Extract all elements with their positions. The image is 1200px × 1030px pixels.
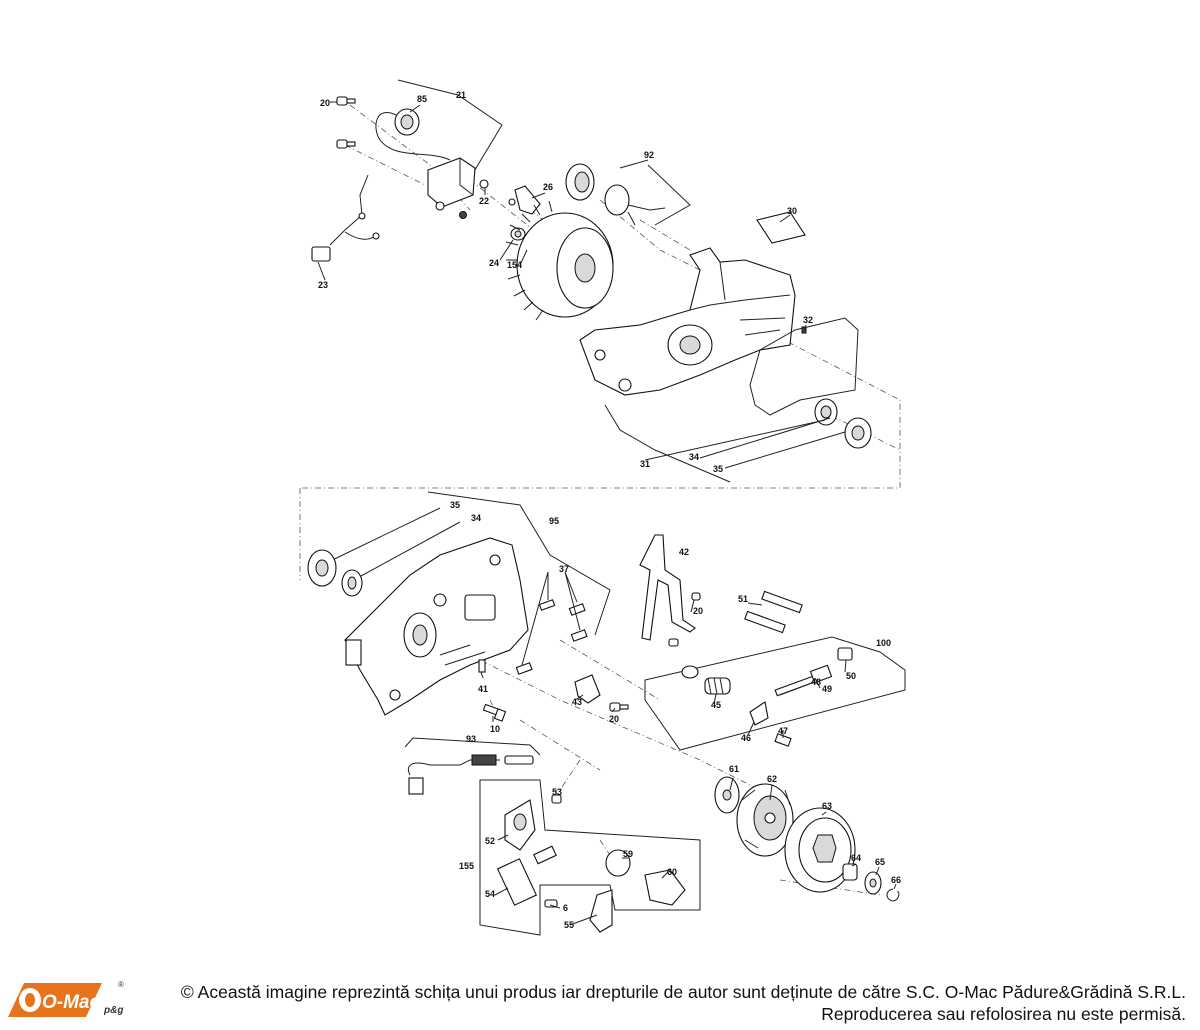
- bearing-part: [844, 417, 872, 449]
- part-label-34: 34: [689, 452, 699, 462]
- omac-logo: O-Mac p&g ®: [8, 980, 124, 1017]
- part-label-31: 31: [640, 459, 650, 469]
- crankcase-part: [579, 247, 807, 396]
- part-label-48: 48: [811, 677, 821, 687]
- part-label-55: 55: [564, 920, 574, 930]
- clutch-washer-part: [714, 776, 740, 814]
- part-label-53: 53: [552, 787, 562, 797]
- gasket-part: [756, 211, 806, 244]
- part-label-21: 21: [456, 90, 466, 100]
- circlip-part: [886, 888, 900, 902]
- copyright-line-2: Reproducerea sau refolosirea nu este per…: [821, 1004, 1186, 1024]
- needle-bearing-part: [842, 863, 858, 881]
- bolt-part: [609, 592, 701, 712]
- part-label-35: 35: [450, 500, 460, 510]
- part-label-95: 95: [549, 516, 559, 526]
- ground-wire-part: [311, 174, 380, 262]
- part-label-93: 93: [466, 734, 476, 744]
- tensioner-part: [681, 647, 853, 747]
- exploded-parts-diagram: 21 85 20 22 23 26 24 154 92 30 32 34 35 …: [299, 79, 906, 936]
- part-label-26: 26: [543, 182, 553, 192]
- bracket-part: [508, 185, 541, 250]
- upper-assembly: [300, 79, 901, 489]
- part-label-41: 41: [478, 684, 488, 694]
- part-label-92: 92: [644, 150, 654, 160]
- part-label-52: 52: [485, 836, 495, 846]
- part-label-51: 51: [738, 594, 748, 604]
- crankcase-half-part: [344, 537, 529, 716]
- part-label-32: 32: [803, 315, 813, 325]
- clutch-part: [736, 783, 794, 857]
- starter-pulley-part: [565, 163, 666, 226]
- washer-part: [864, 871, 882, 895]
- part-label-6: 6: [563, 903, 568, 913]
- part-label-63: 63: [822, 801, 832, 811]
- part-label-65: 65: [875, 857, 885, 867]
- part-label-42: 42: [679, 547, 689, 557]
- flywheel-part: [505, 200, 614, 321]
- part-label-45: 45: [711, 700, 721, 710]
- lower-assembly: [299, 488, 906, 936]
- part-label-22: 22: [479, 196, 489, 206]
- part-label-43: 43: [572, 697, 582, 707]
- bolt-part: [478, 659, 507, 722]
- spark-plug-cap-part: [375, 108, 451, 161]
- part-label-62: 62: [767, 774, 777, 784]
- bolt-part: [336, 96, 356, 149]
- logo-text: O-Mac: [42, 992, 101, 1013]
- part-label-20: 20: [693, 606, 703, 616]
- bearing-part: [307, 549, 337, 587]
- part-label-155: 155: [459, 861, 474, 871]
- part-label-50: 50: [846, 671, 856, 681]
- part-label-10: 10: [490, 724, 500, 734]
- chain-catcher-part: [639, 534, 696, 641]
- crankcase-gasket-part: [749, 317, 859, 416]
- clutch-drum-part: [784, 807, 856, 893]
- part-label-54: 54: [485, 889, 495, 899]
- part-label-20: 20: [609, 714, 619, 724]
- seal-part: [341, 569, 363, 597]
- part-label-24: 24: [489, 258, 499, 268]
- logo-registered-mark: ®: [118, 980, 124, 989]
- oil-hose-part: [407, 754, 534, 795]
- part-label-46: 46: [741, 733, 751, 743]
- bar-stud-part: [744, 590, 803, 634]
- part-label-85: 85: [417, 94, 427, 104]
- stud-part: [515, 599, 588, 675]
- part-label-34: 34: [471, 513, 481, 523]
- copyright-line-1: © Această imagine reprezintă schița unui…: [180, 982, 1186, 1002]
- part-label-61: 61: [729, 764, 739, 774]
- part-label-49: 49: [822, 684, 832, 694]
- part-label-66: 66: [891, 875, 901, 885]
- seal-part: [814, 398, 838, 426]
- copyright-notice: © Această imagine reprezintă schița unui…: [146, 981, 1186, 1025]
- part-label-23: 23: [318, 280, 328, 290]
- part-labels: 21 85 20 22 23 26 24 154 92 30 32 34 35 …: [318, 90, 901, 930]
- part-label-30: 30: [787, 206, 797, 216]
- part-label-154: 154: [507, 260, 522, 270]
- part-label-35: 35: [713, 464, 723, 474]
- part-label-100: 100: [876, 638, 891, 648]
- part-label-59: 59: [623, 849, 633, 859]
- part-label-37: 37: [559, 564, 569, 574]
- oil-pump-part: [496, 794, 686, 933]
- part-label-47: 47: [778, 726, 788, 736]
- logo-suffix: p&g: [103, 1005, 123, 1016]
- ignition-coil-part: [427, 157, 489, 219]
- part-label-60: 60: [667, 867, 677, 877]
- footer: O-Mac p&g ® © Această imagine reprezintă…: [0, 975, 1200, 1030]
- part-label-20: 20: [320, 98, 330, 108]
- part-label-64: 64: [851, 853, 861, 863]
